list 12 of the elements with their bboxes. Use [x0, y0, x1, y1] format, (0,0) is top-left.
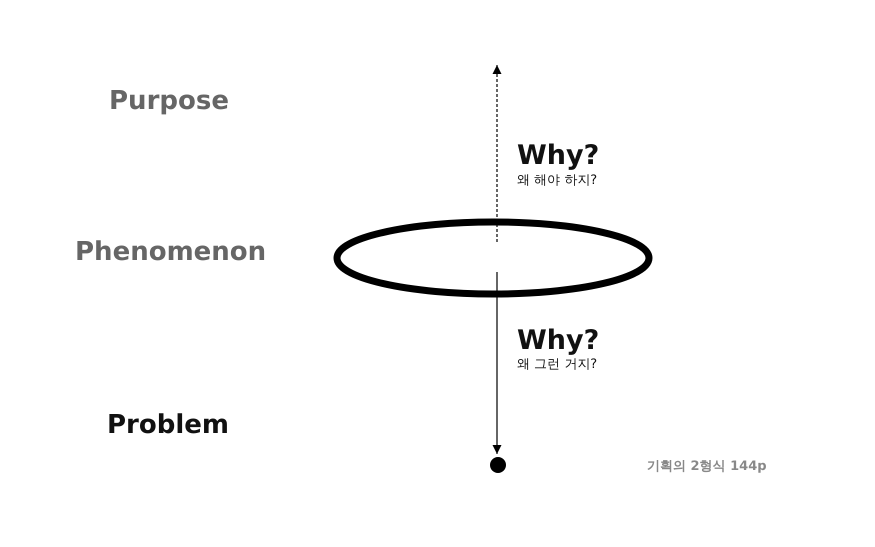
level-label: Problem	[107, 411, 229, 441]
question-heading: Why?	[517, 140, 600, 172]
ring-ellipse	[333, 218, 653, 298]
question-heading: Why?	[517, 325, 600, 356]
source-note: 기획의 2형식 144p	[647, 460, 767, 475]
arrow	[492, 65, 502, 242]
question-text: 왜 해야 하지?	[517, 174, 598, 189]
question-text: 왜 그런 거지?	[517, 358, 598, 373]
level-label: Phenomenon	[75, 238, 266, 268]
level-label: Purpose	[109, 87, 229, 117]
end-dot	[490, 457, 506, 473]
arrow	[492, 272, 502, 454]
